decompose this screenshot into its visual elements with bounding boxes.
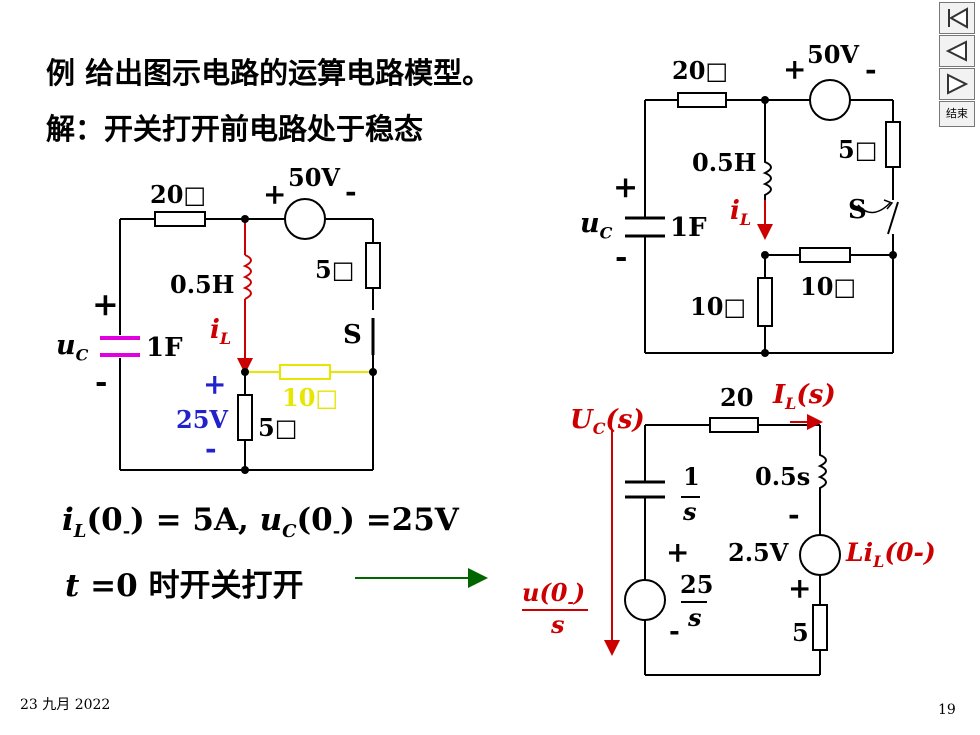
left-label-r5b: 5□: [258, 413, 298, 442]
left-label-inductor: 0.5H: [170, 270, 235, 299]
right-label-r10-h: 10□: [800, 272, 857, 301]
right-label-50v: 50V: [807, 40, 860, 69]
nav-prev-button[interactable]: [939, 35, 975, 67]
right-resistor-10-horizontal: [799, 247, 851, 263]
left-label-il: iL: [210, 315, 232, 349]
op-label-plus-bot: +: [788, 572, 812, 605]
right-resistor-5: [885, 121, 901, 168]
op-label-2-5v: 2.5V: [728, 538, 789, 567]
op-label-src-minus: -: [669, 617, 680, 647]
op-label-IL: IL(s): [773, 380, 836, 414]
right-resistor-10-vertical: [757, 277, 773, 327]
left-inductor: [242, 254, 252, 300]
right-resistor-20: [677, 92, 727, 108]
op-label-inductor: 0.5s: [755, 462, 811, 491]
op-resistor-20: [709, 417, 759, 433]
nav-first-button[interactable]: [939, 2, 975, 34]
op-label-src-num: 25: [680, 570, 714, 599]
op-label-cap-num: 1: [683, 462, 700, 491]
op-label-r20: 20: [720, 383, 754, 412]
first-slide-icon: [948, 7, 968, 29]
right-label-cap-minus: -: [615, 240, 628, 275]
op-label-cap-den: s: [683, 497, 697, 526]
left-label-plus: +: [263, 178, 287, 211]
left-label-25v-minus: -: [205, 432, 217, 465]
left-label-r10: 10□: [282, 383, 339, 412]
op-label-Li: LiL(0-): [846, 538, 936, 571]
left-label-cap-minus: -: [95, 365, 108, 400]
left-label-25v-plus: +: [203, 368, 227, 401]
right-voltage-source-50: [809, 79, 851, 121]
right-label-cap-plus: +: [613, 170, 639, 205]
right-label-inductor: 0.5H: [692, 148, 757, 177]
nav-next-button[interactable]: [939, 68, 975, 100]
right-label-switch: S: [848, 195, 867, 225]
initial-conditions: iL(0-) = 5A, uC(0-) =25V: [62, 502, 459, 543]
op-voltage-source-2-5: [799, 534, 841, 576]
op-label-UC: UC(s): [570, 405, 645, 439]
left-label-cap: 1F: [146, 333, 183, 363]
nav-end-button[interactable]: 结束: [939, 101, 975, 127]
right-label-uc: uC: [580, 208, 613, 243]
left-label-switch: S: [343, 320, 362, 350]
left-label-50v: 50V: [288, 163, 341, 192]
left-resistor-5-bottom: [237, 394, 253, 441]
slide-title-line2: 解：开关打开前电路处于稳态: [46, 112, 424, 146]
op-label-r5: 5: [792, 618, 809, 647]
switch-condition: t =0 时开关打开: [65, 568, 304, 604]
right-label-cap: 1F: [670, 213, 707, 243]
op-label-src-plus: +: [666, 536, 690, 569]
left-label-cap-plus: +: [92, 285, 119, 323]
right-label-r5: 5□: [838, 135, 878, 164]
op-voltage-source-25: [624, 579, 666, 621]
left-label-r5: 5□: [315, 255, 355, 284]
right-label-il: iL: [730, 196, 752, 230]
next-slide-icon: [947, 73, 969, 95]
left-label-25v: 25V: [176, 405, 229, 434]
right-label-minus: -: [865, 53, 877, 86]
op-label-minus-top: -: [788, 498, 800, 531]
right-label-plus: +: [783, 53, 807, 86]
slide-date: 23 九月 2022: [20, 697, 111, 713]
right-switch: [887, 201, 899, 235]
left-resistor-10: [279, 364, 331, 380]
left-label-r20: 20□: [150, 180, 207, 209]
left-label-uc: uC: [56, 330, 89, 365]
op-label-src-den: s: [688, 603, 702, 632]
operational-circuit: [624, 417, 841, 676]
right-label-r10-v: 10□: [690, 292, 747, 321]
left-resistor-5-top: [365, 242, 381, 289]
left-voltage-source-50: [284, 198, 326, 240]
right-label-r20: 20□: [672, 56, 729, 85]
left-resistor-20: [154, 211, 206, 227]
op-label-u0-den: s: [551, 610, 565, 639]
op-resistor-5: [812, 604, 828, 651]
prev-slide-icon: [945, 40, 967, 62]
page-number: 19: [938, 702, 956, 718]
left-label-minus: -: [345, 175, 357, 208]
slide-title-line1: 例 给出图示电路的运算电路模型。: [46, 56, 492, 90]
op-label-u0: u(0-): [522, 578, 586, 611]
